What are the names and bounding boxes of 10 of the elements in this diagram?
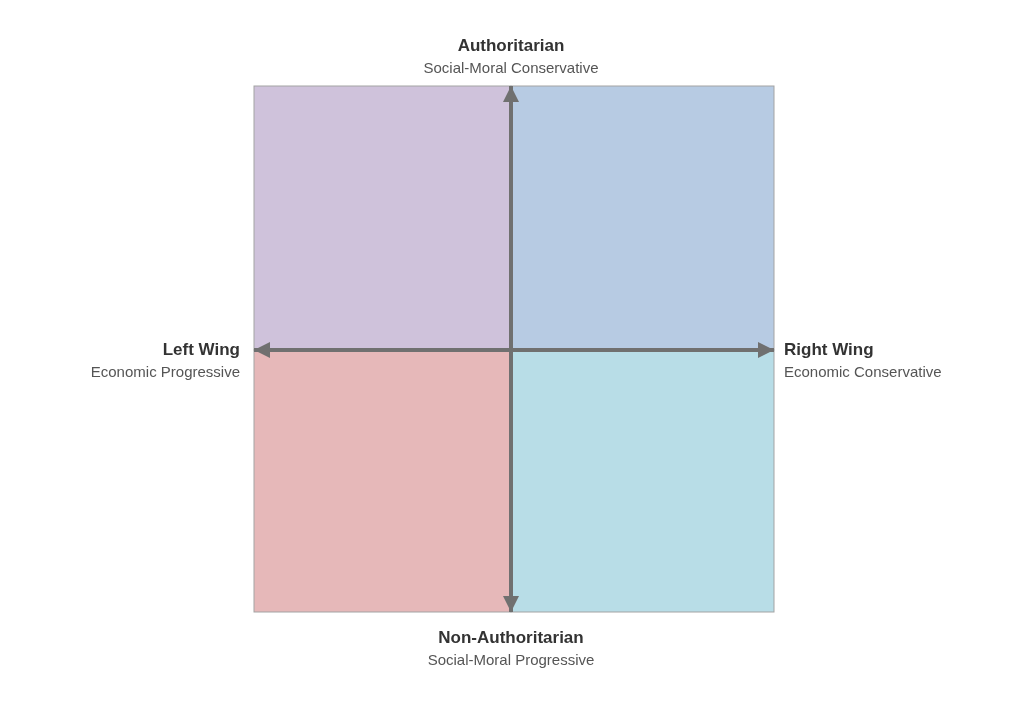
- axis-pole-subtitle: Economic Conservative: [784, 362, 942, 382]
- axis-pole-title: Left Wing: [162, 339, 240, 361]
- axis-arrow: [254, 342, 774, 358]
- axis-pole-title: Non-Authoritarian: [438, 627, 584, 649]
- axis-pole-title: Authoritarian: [457, 35, 565, 57]
- axis-pole-subtitle: Economic Progressive: [90, 362, 240, 382]
- axis-pole-title: Right Wing: [784, 339, 874, 361]
- axis-pole-subtitle: Social-Moral Progressive: [427, 650, 595, 670]
- axis-pole-subtitle: Social-Moral Conservative: [423, 58, 599, 78]
- axis-arrow: [503, 86, 519, 612]
